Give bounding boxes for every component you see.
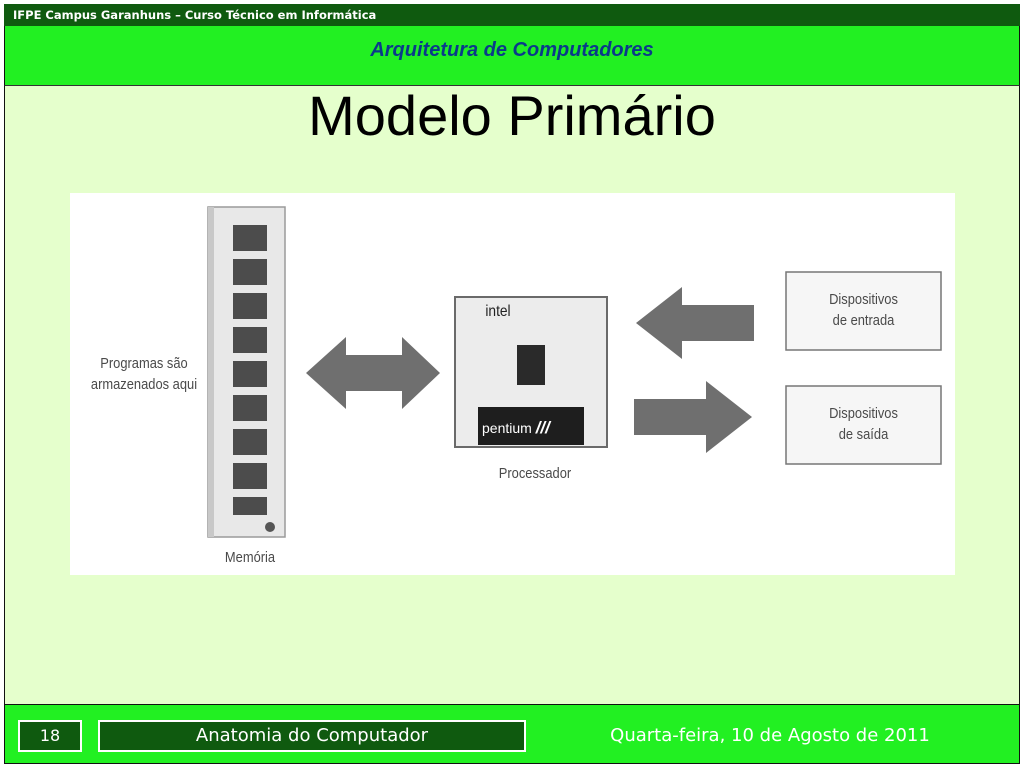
memory-processor-double-arrow	[306, 337, 440, 409]
diagram-graphics	[207, 206, 942, 538]
footer-date: Quarta-feira, 10 de Agosto de 2011	[610, 725, 930, 746]
primary-model-diagram: Programas são armazenados aqui Memória i…	[70, 193, 955, 575]
output-devices-line: de saída	[838, 426, 889, 443]
slide-title: Modelo Primário	[308, 84, 716, 147]
input-devices-line: Dispositivos	[829, 291, 898, 308]
chip-brand-label: intel	[485, 303, 511, 320]
institution-bar: IFPE Campus Garanhuns – Curso Técnico em…	[4, 4, 1020, 26]
chip-suffix-text: ///	[535, 418, 550, 437]
course-header: Arquitetura de Computadores	[4, 26, 1020, 86]
memory-label: Memória	[224, 549, 276, 566]
processor-chip-icon	[454, 296, 608, 448]
output-devices-box	[785, 385, 942, 465]
memory-note: Programas são armazenados aqui	[75, 353, 213, 395]
institution-name: IFPE Campus Garanhuns – Curso Técnico em…	[13, 8, 377, 22]
input-devices-line: de entrada	[832, 312, 895, 329]
memory-module-icon	[207, 206, 286, 538]
output-devices-line: Dispositivos	[829, 405, 898, 422]
memory-note-line: armazenados aqui	[90, 376, 198, 393]
output-arrow	[634, 381, 752, 453]
footer-section-title: Anatomia do Computador	[98, 720, 526, 752]
page-number: 18	[18, 720, 82, 752]
input-arrow	[636, 287, 754, 359]
course-title: Arquitetura de Computadores	[370, 39, 654, 61]
chip-model-text: pentium	[482, 420, 532, 436]
processor-label: Processador	[498, 465, 572, 482]
memory-note-line: Programas são	[100, 355, 188, 372]
input-devices-label: Dispositivos de entrada	[797, 289, 930, 331]
output-devices-label: Dispositivos de saída	[797, 403, 930, 445]
input-devices-box	[785, 271, 942, 351]
chip-model-label: pentium ///	[482, 419, 582, 437]
